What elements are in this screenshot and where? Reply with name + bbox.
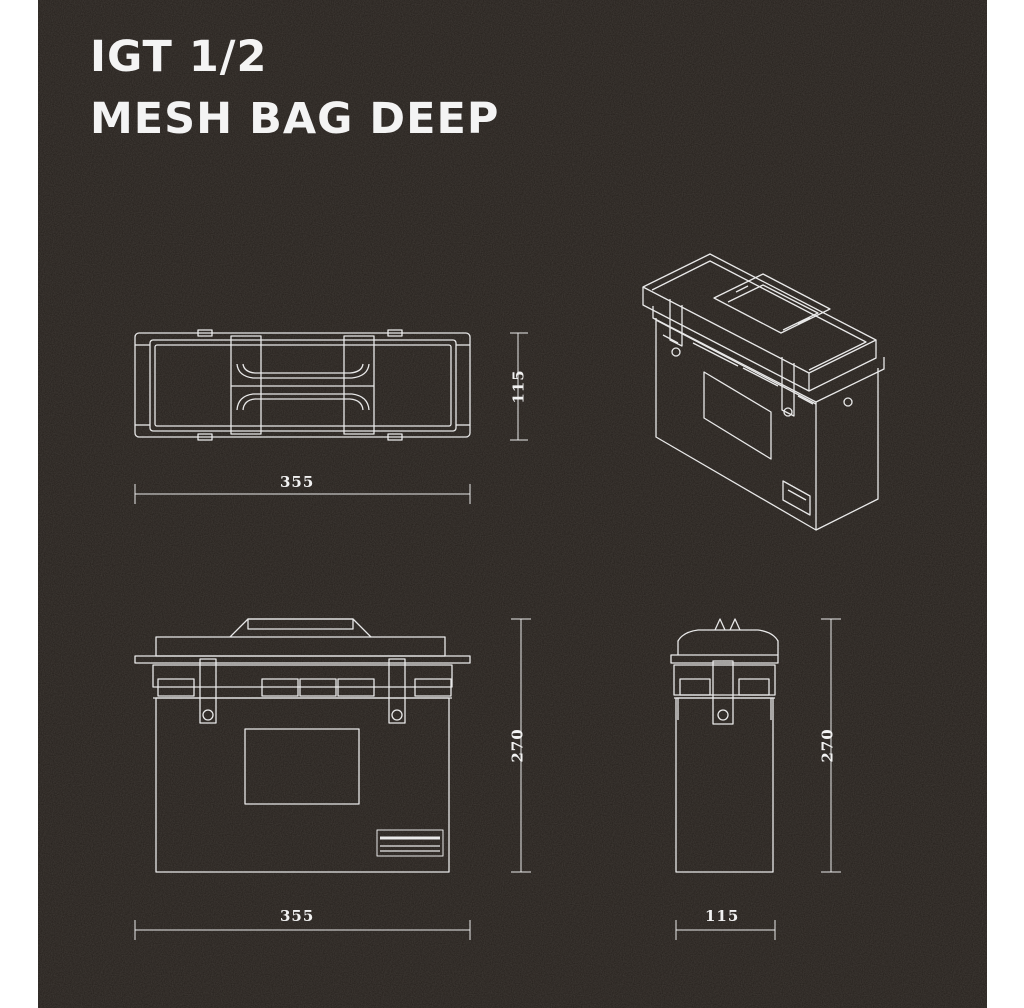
title-model: IGT 1/2 (90, 32, 268, 82)
background-texture (38, 0, 987, 1008)
front-view-height-label: 270 (508, 728, 527, 763)
technical-drawing (134, 253, 885, 940)
isometric-view (642, 253, 885, 531)
front-view (134, 618, 471, 873)
top-view-width-label: 355 (280, 473, 315, 491)
top-view-dimensions (134, 332, 528, 504)
top-view (134, 329, 471, 441)
side-view-dimensions (675, 618, 841, 940)
front-view-dimensions (134, 618, 531, 940)
drawing-board: IGT 1/2 MESH BAG DEEP (38, 0, 987, 1008)
side-view-height-label: 270 (818, 728, 837, 763)
top-view-depth-label: 115 (509, 369, 528, 404)
front-view-width-label: 355 (280, 907, 315, 925)
title-product: MESH BAG DEEP (90, 94, 500, 144)
side-view-depth-label: 115 (705, 907, 740, 925)
side-view (670, 618, 779, 873)
